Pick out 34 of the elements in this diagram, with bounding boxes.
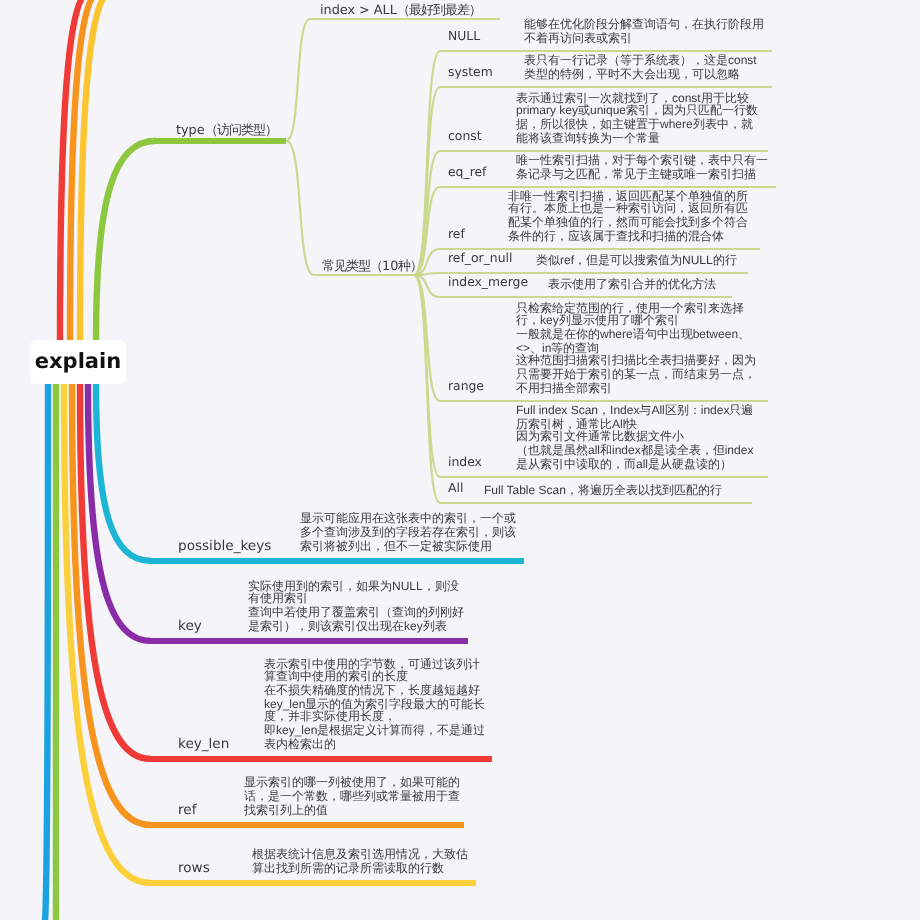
topic-node (150, 850, 476, 886)
branch-line (84, 383, 151, 644)
branch-line (40, 384, 52, 920)
topic-node (440, 279, 732, 298)
branch-line (413, 247, 441, 277)
branch-line (413, 150, 441, 276)
branch-line (413, 50, 441, 276)
branch-line (413, 86, 441, 276)
root-topic-box: explain (30, 340, 126, 384)
branch-line (285, 18, 311, 142)
branch-line (413, 273, 441, 299)
topic-node (440, 405, 768, 478)
branch-line (92, 137, 157, 341)
branch-line (92, 383, 151, 564)
topic-node (150, 581, 468, 644)
branch-line (413, 186, 441, 276)
branch-line (76, 383, 151, 762)
branch-line (414, 271, 440, 277)
topic-node (440, 20, 772, 52)
topic-node (440, 191, 760, 250)
branch-line (285, 139, 315, 276)
branch-line (52, 384, 60, 920)
branch-line (413, 274, 441, 402)
topic-node (440, 485, 752, 504)
topic-node (440, 255, 748, 274)
branch-line (68, 384, 151, 828)
topic-node (440, 56, 772, 88)
topic-node (150, 778, 464, 828)
topic-node (150, 659, 492, 762)
topic-node (150, 514, 524, 564)
branch-line (60, 383, 151, 886)
topic-node (440, 303, 768, 402)
topic-node (440, 156, 776, 188)
topic-node (440, 93, 768, 152)
